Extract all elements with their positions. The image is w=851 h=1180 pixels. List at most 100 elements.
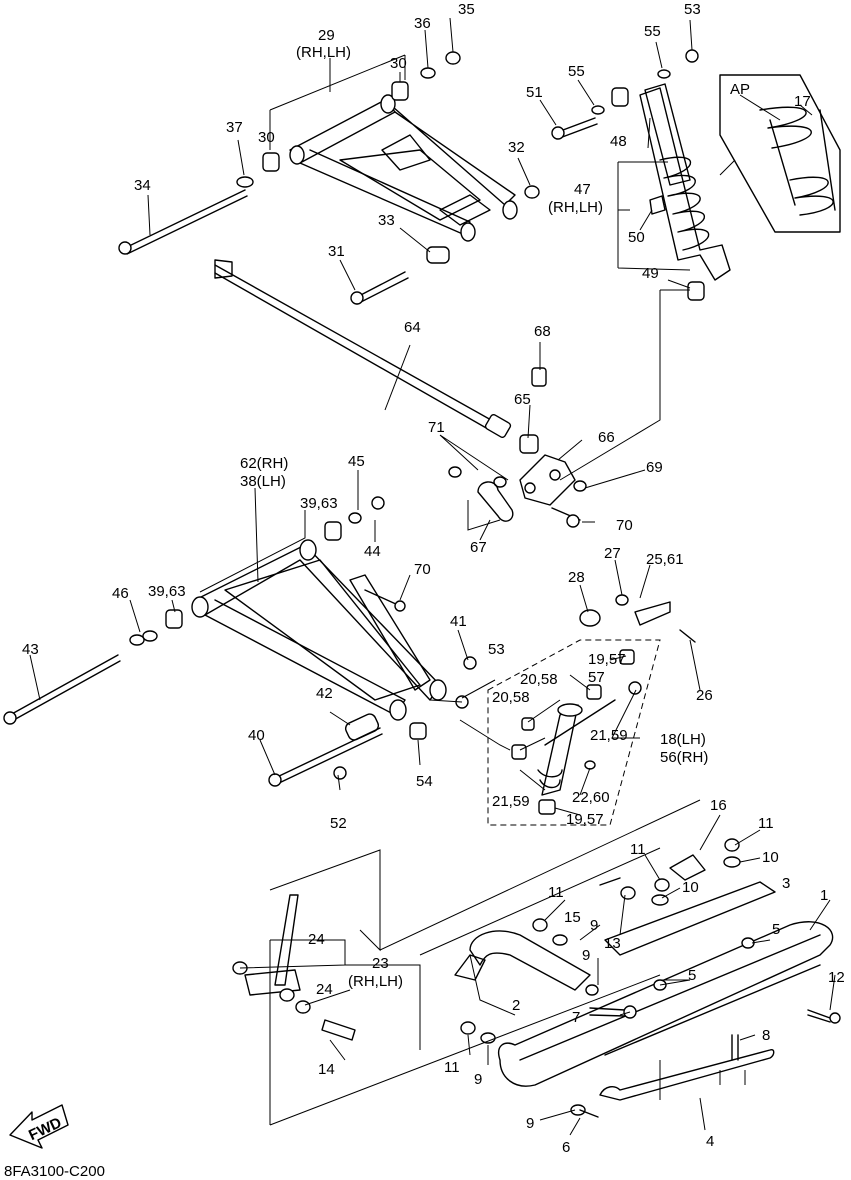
label-25-61: 25,61 <box>646 551 684 568</box>
label-28: 28 <box>568 569 585 586</box>
label-66: 66 <box>598 429 615 446</box>
label-4: 4 <box>706 1133 714 1150</box>
label-15: 15 <box>564 909 581 926</box>
label-36: 36 <box>414 15 431 32</box>
label-39-63b: 39,63 <box>148 583 186 600</box>
label-67: 67 <box>470 539 487 556</box>
label-26: 26 <box>696 687 713 704</box>
label-27: 27 <box>604 545 621 562</box>
upper-arm-hardware <box>118 51 540 305</box>
label-33: 33 <box>378 212 395 229</box>
assembly-box-label: AP <box>730 81 750 98</box>
leader-lines <box>29 17 836 1136</box>
label-35: 35 <box>458 1 475 18</box>
label-42: 42 <box>316 685 333 702</box>
label-29-side: (RH,LH) <box>296 44 351 61</box>
label-44: 44 <box>364 543 381 560</box>
label-54: 54 <box>416 773 433 790</box>
label-11b: 11 <box>630 841 646 858</box>
label-71: 71 <box>428 419 445 436</box>
label-10b: 10 <box>682 879 699 896</box>
label-68: 68 <box>534 323 551 340</box>
fwd-arrow-icon: FWD <box>9 1104 69 1149</box>
label-6: 6 <box>562 1139 570 1156</box>
label-53a: 53 <box>684 1 701 18</box>
spring-box <box>719 74 841 233</box>
label-52: 52 <box>330 815 347 832</box>
label-56: 56(RH) <box>660 749 708 766</box>
label-41: 41 <box>450 613 467 630</box>
label-70b: 70 <box>414 561 431 578</box>
label-40: 40 <box>248 727 265 744</box>
label-55b: 55 <box>568 63 585 80</box>
label-37: 37 <box>226 119 243 136</box>
ski-body <box>454 838 841 1118</box>
label-51: 51 <box>526 84 543 101</box>
upper-a-arm <box>289 94 518 242</box>
label-32: 32 <box>508 139 525 156</box>
label-21-59b: 21,59 <box>492 793 530 810</box>
label-57: 57 <box>588 669 605 686</box>
label-3: 3 <box>782 875 790 892</box>
label-12: 12 <box>828 969 845 986</box>
label-2: 2 <box>512 997 520 1014</box>
label-48: 48 <box>610 133 627 150</box>
label-46: 46 <box>112 585 129 602</box>
label-70a: 70 <box>616 517 633 534</box>
label-64: 64 <box>404 319 421 336</box>
label-19-57a: 19,57 <box>588 651 626 668</box>
label-5a: 5 <box>772 921 780 938</box>
label-9b: 9 <box>582 947 590 964</box>
label-62: 62(RH) <box>240 455 288 472</box>
label-65: 65 <box>514 391 531 408</box>
diagram-code: 8FA3100-C200 <box>4 1163 105 1180</box>
steering-column <box>232 894 356 1041</box>
label-19-57b: 19,57 <box>566 811 604 828</box>
label-24b: 24 <box>316 981 333 998</box>
label-11c: 11 <box>548 884 564 901</box>
label-24a: 24 <box>308 931 325 948</box>
label-38: 38(LH) <box>240 473 286 490</box>
label-23-side: (RH,LH) <box>348 973 403 990</box>
label-31: 31 <box>328 243 345 260</box>
label-69: 69 <box>646 459 663 476</box>
label-18: 18(LH) <box>660 731 706 748</box>
label-34: 34 <box>134 177 151 194</box>
label-1: 1 <box>820 887 828 904</box>
label-30a: 30 <box>390 55 407 72</box>
label-30b: 30 <box>258 129 275 146</box>
label-29: 29 <box>318 27 335 44</box>
label-5b: 5 <box>688 967 696 984</box>
steering-link <box>448 367 587 528</box>
shock-absorber <box>551 49 731 301</box>
label-16: 16 <box>710 797 727 814</box>
label-21-59a: 21,59 <box>590 727 628 744</box>
label-9c: 9 <box>474 1071 482 1088</box>
label-7: 7 <box>572 1009 580 1026</box>
label-22-60: 22,60 <box>572 789 610 806</box>
label-53b: 53 <box>488 641 505 658</box>
label-11d: 11 <box>444 1059 460 1076</box>
label-9d: 9 <box>526 1115 534 1132</box>
label-43: 43 <box>22 641 39 658</box>
spindle-assembly <box>487 594 696 826</box>
lower-arm-hardware <box>3 609 427 787</box>
callout-labels: 29 (RH,LH) 36 35 30 30 37 34 32 33 31 55… <box>4 1 845 1180</box>
axle-shaft <box>214 259 512 439</box>
label-20-58b: 20,58 <box>492 689 530 706</box>
label-20-58a: 20,58 <box>520 671 558 688</box>
label-8: 8 <box>762 1027 770 1044</box>
lower-a-arm <box>191 496 477 721</box>
label-14: 14 <box>318 1061 335 1078</box>
label-39-63a: 39,63 <box>300 495 338 512</box>
label-9a: 9 <box>590 917 598 934</box>
label-17: 17 <box>794 93 811 110</box>
label-10a: 10 <box>762 849 779 866</box>
label-49: 49 <box>642 265 659 282</box>
label-55a: 55 <box>644 23 661 40</box>
label-11a: 11 <box>758 815 774 832</box>
label-47: 47 <box>574 181 591 198</box>
label-13: 13 <box>604 935 621 952</box>
label-47-side: (RH,LH) <box>548 199 603 216</box>
